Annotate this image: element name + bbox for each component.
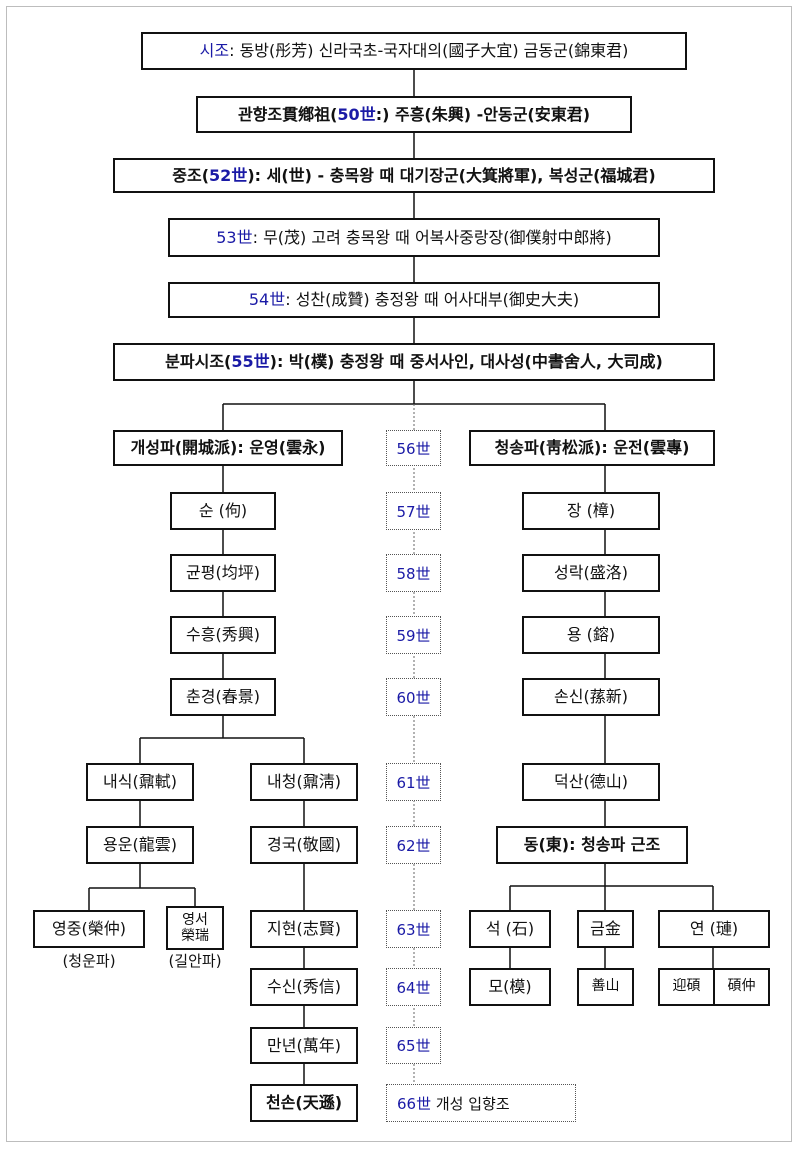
- bunpa-sijo-box: 분파시조(55世): 박(樸) 충정왕 때 중서사인, 대사성(中書舍人, 大司…: [113, 343, 715, 381]
- gen-label-57: 57世: [386, 492, 441, 530]
- cheongsong-gen59-box: 용 (鎔): [522, 616, 660, 654]
- susin-box: 수신(秀信): [250, 968, 358, 1006]
- gen53-box: 53世: 무(茂) 고려 충목왕 때 어복사중랑장(御僕射中郎將): [168, 218, 660, 257]
- jungjo-text-a: 중조(: [172, 165, 210, 185]
- jungjo-text-b: ): 세(世) - 충목왕 때 대기장군(大箕將軍), 복성군(福城君): [247, 165, 656, 185]
- gaeseong-head-box: 개성파(開城派): 운영(雲永): [113, 430, 343, 466]
- deoksan-box: 덕산(德山): [522, 763, 660, 801]
- yeongseok-box: 迎碩: [658, 968, 715, 1006]
- gen54-box: 54世: 성찬(成贊) 충정왕 때 어사대부(御史大夫): [168, 282, 660, 318]
- giran-pa-note: (길안파): [168, 952, 222, 970]
- sijo-text: : 동방(彤芳) 신라국초-국자대의(國子大宜) 금동군(錦東君): [229, 41, 629, 61]
- gwanhyangjo-text-a: 관향조貫鄕祖(: [237, 104, 338, 124]
- naecheong-box: 내청(鼐淸): [250, 763, 358, 801]
- gwanhyangjo-gen: 50世: [337, 104, 376, 124]
- cheongun-pa-note: (청운파): [62, 952, 116, 970]
- gen-label-56: 56世: [386, 430, 441, 466]
- jungjo-box: 중조(52世): 세(世) - 충목왕 때 대기장군(大箕將軍), 복성군(福城…: [113, 158, 715, 193]
- gen-label-65: 65世: [386, 1027, 441, 1064]
- gen54-text: : 성찬(成贊) 충정왕 때 어사대부(御史大夫): [285, 290, 580, 310]
- yeongseo-box: 영서 榮瑞: [166, 906, 224, 950]
- gen-label-66: 66世 개성 입향조: [386, 1084, 576, 1122]
- yongun-box: 용운(龍雲): [86, 826, 194, 864]
- gen-label-59: 59世: [386, 616, 441, 654]
- gwanhyangjo-box: 관향조貫鄕祖(50世:) 주흥(朱興) -안동군(安東君): [196, 96, 632, 133]
- mo-box: 모(模): [469, 968, 551, 1006]
- cheonson-box: 천손(天遜): [250, 1084, 358, 1122]
- cheongsong-head-box: 청송파(靑松派): 운전(雲專): [469, 430, 715, 466]
- gen53-gen: 53世: [216, 227, 253, 247]
- gaeseong-gen60-box: 춘경(春景): [170, 678, 276, 716]
- sijo-box: 시조: 동방(彤芳) 신라국초-국자대의(國子大宜) 금동군(錦東君): [141, 32, 687, 70]
- seonsan-box: 善山: [577, 968, 634, 1006]
- gen-label-64: 64世: [386, 968, 441, 1006]
- yeongjung-box: 영중(榮仲): [33, 910, 145, 948]
- naesik-box: 내식(鼐軾): [86, 763, 194, 801]
- geum-box: 금金: [577, 910, 634, 948]
- yeongseo-line2: 榮瑞: [181, 928, 209, 944]
- gen-label-60: 60世: [386, 678, 441, 716]
- gaeseong-gen59-box: 수흥(秀興): [170, 616, 276, 654]
- gaeseong-gen58-box: 균평(均坪): [170, 554, 276, 592]
- gen-label-61: 61世: [386, 763, 441, 801]
- gen-label-62: 62世: [386, 826, 441, 864]
- page-frame: [6, 6, 792, 1142]
- gen53-text: : 무(茂) 고려 충목왕 때 어복사중랑장(御僕射中郎將): [252, 227, 612, 247]
- gen-label-63: 63世: [386, 910, 441, 948]
- bunpa-gen: 55世: [231, 352, 270, 372]
- yeongseo-line1: 영서: [182, 911, 208, 928]
- seok-box: 석 (石): [469, 910, 551, 948]
- gyeongguk-box: 경국(敬國): [250, 826, 358, 864]
- gen66-gen: 66世: [397, 1094, 432, 1113]
- cheongsong-gen58-box: 성락(盛洛): [522, 554, 660, 592]
- gen-label-58: 58世: [386, 554, 441, 592]
- seokjung-box: 碩仲: [713, 968, 770, 1006]
- dong-box: 동(東): 청송파 근조: [496, 826, 688, 864]
- bunpa-text-b: ): 박(樸) 충정왕 때 중서사인, 대사성(中書舍人, 大司成): [269, 352, 663, 372]
- yeon-box: 연 (璉): [658, 910, 770, 948]
- mannyeon-box: 만년(萬年): [250, 1027, 358, 1064]
- jihyeon-box: 지현(志賢): [250, 910, 358, 948]
- cheongsong-gen57-box: 장 (樟): [522, 492, 660, 530]
- jungjo-gen: 52世: [209, 165, 248, 185]
- bunpa-text-a: 분파시조(: [165, 352, 232, 372]
- gwanhyangjo-text-b: :) 주흥(朱興) -안동군(安東君): [375, 104, 591, 124]
- sijo-prefix: 시조: [199, 41, 230, 61]
- gaeseong-gen57-box: 순 (佝): [170, 492, 276, 530]
- cheongsong-gen60-box: 손신(蓀新): [522, 678, 660, 716]
- gen66-text: 개성 입향조: [431, 1094, 510, 1113]
- gen54-gen: 54世: [248, 290, 286, 310]
